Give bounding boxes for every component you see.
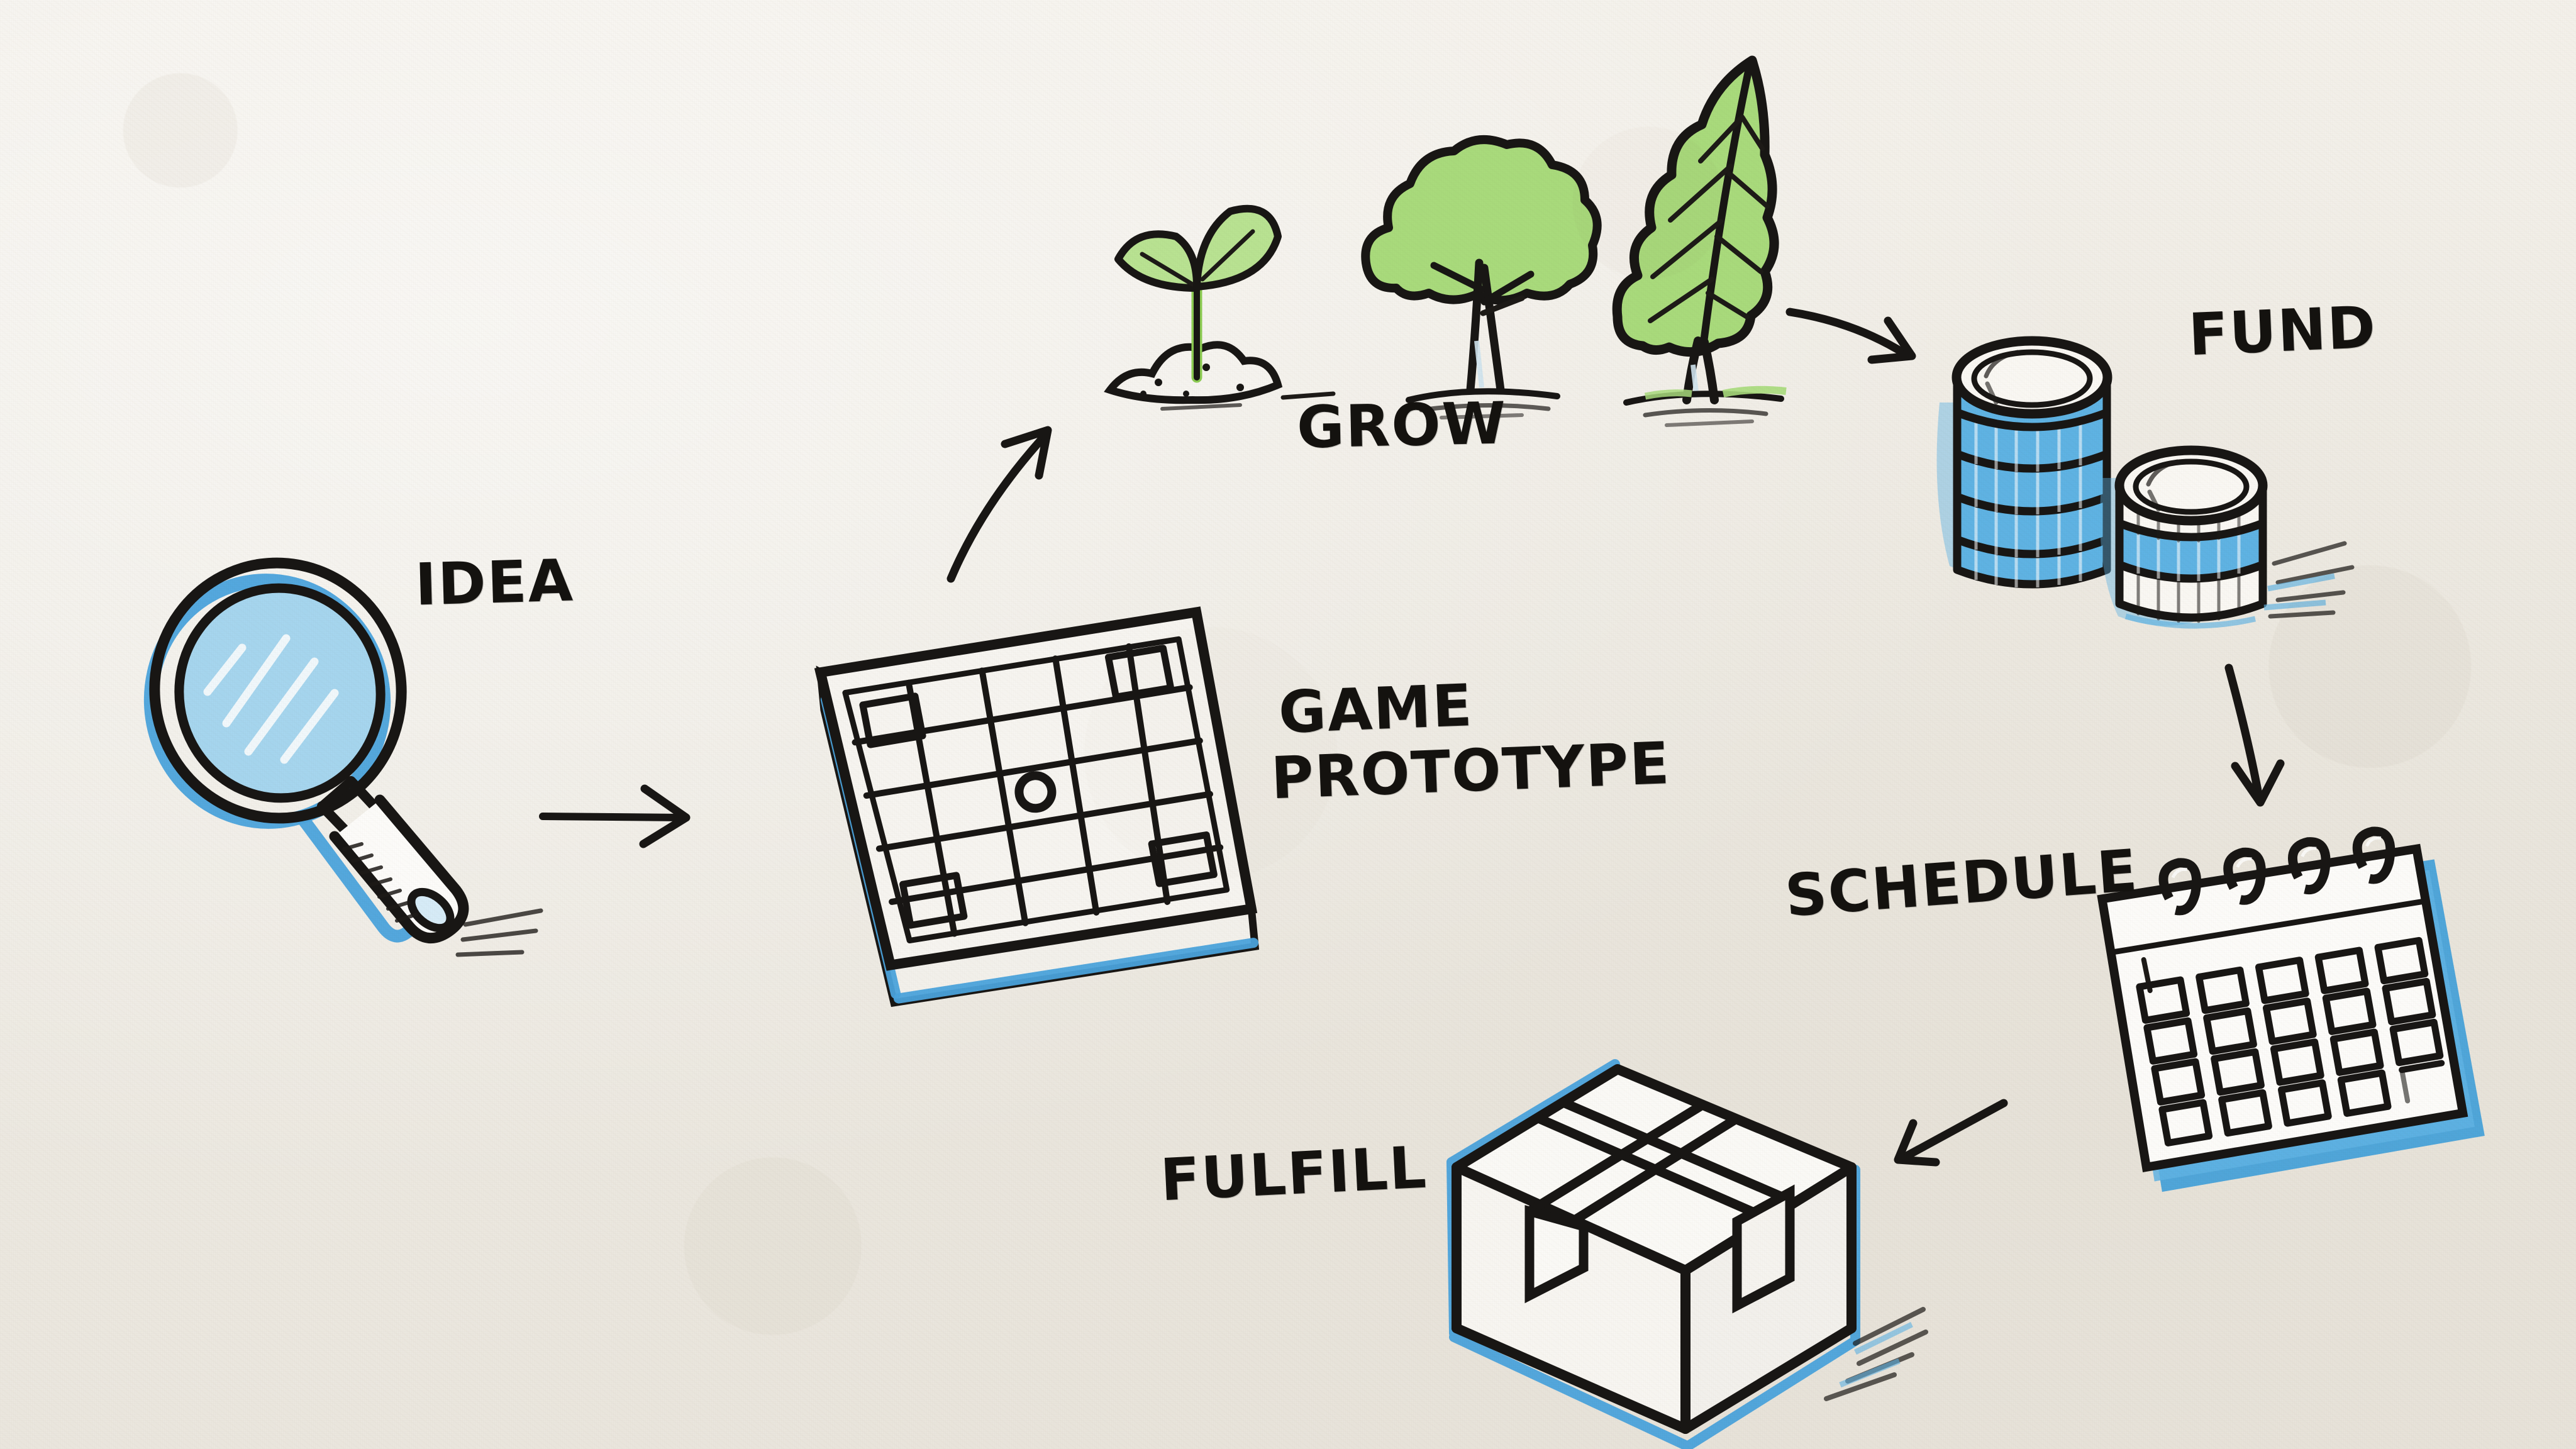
coin-stacks-icon	[1936, 336, 2355, 629]
arrow-idea-to-prototype	[539, 784, 691, 848]
coin-stack-front	[2114, 445, 2268, 623]
coin-stack-back	[1951, 336, 2112, 589]
plant-growth-icon	[1104, 55, 1787, 427]
label-grow: GROW	[1296, 389, 1508, 462]
arrow-grow-to-fund	[1785, 308, 1916, 364]
shipping-box-icon	[1446, 1059, 1928, 1449]
game-board-icon	[814, 606, 1260, 1008]
label-game-prototype-line2: PROTOTYPE	[1270, 729, 1672, 813]
magnifying-glass-icon	[143, 557, 543, 957]
round-tree-icon	[1361, 135, 1602, 419]
label-fund: FUND	[2187, 293, 2379, 369]
arrow-fund-to-schedule	[2224, 663, 2285, 807]
label-idea: IDEA	[414, 547, 575, 619]
sprout-stage-icon	[1104, 204, 1336, 411]
label-game-prototype: GAME PROTOTYPE	[1270, 669, 1672, 812]
calendar-icon	[2097, 826, 2485, 1192]
arrow-prototype-to-grow	[947, 426, 1052, 583]
label-fulfill: FULFILL	[1158, 1133, 1429, 1214]
arrow-schedule-to-fulfill	[1894, 1099, 2008, 1167]
leaf-tree-icon	[1612, 55, 1787, 427]
